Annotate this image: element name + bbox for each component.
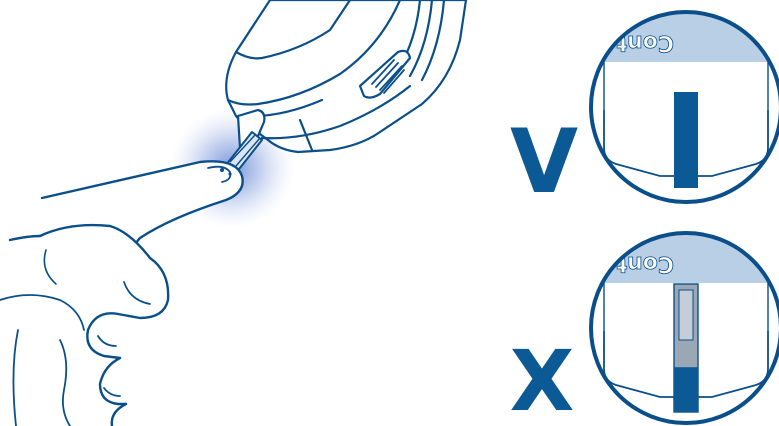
incorrect-mark-icon: X [510,332,575,426]
finger-icon [0,160,244,426]
correct-mark-icon: V [510,110,578,213]
incorrect-strip-view: Conto [589,231,779,425]
incorrect-strip-label: Conto [601,251,674,276]
incorrect-strip-window [674,367,698,412]
correct-strip-view: Conto [589,10,779,204]
incorrect-strip-window-inner [678,289,694,341]
correct-strip-window [674,92,698,188]
correct-strip-label: Conto [601,30,674,55]
glucose-meter-icon [225,0,468,154]
